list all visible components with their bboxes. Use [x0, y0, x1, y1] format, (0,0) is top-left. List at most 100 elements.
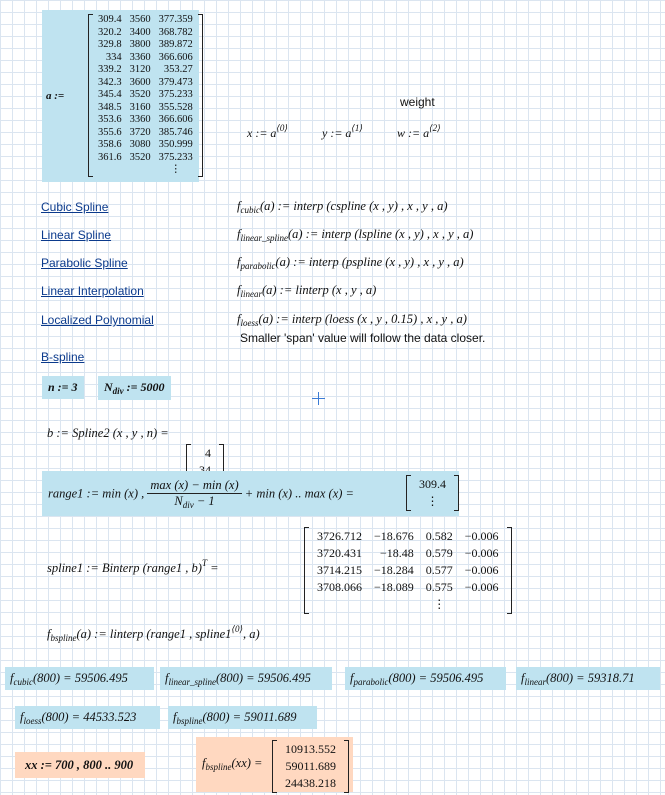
final-result-row: 10913.552: [280, 742, 341, 757]
matrix-a-cell: 368.782: [158, 26, 193, 38]
method-link-parabolic[interactable]: Parabolic Spline: [41, 256, 128, 270]
matrix-a-cell: 3720: [129, 126, 151, 138]
matrix-a-row: 334 3360 366.606: [94, 52, 197, 65]
range1-vector-row: ⋮: [414, 494, 451, 509]
spline1-cell: −0.006: [464, 546, 499, 560]
matrix-a-cell: 3560: [129, 14, 151, 25]
range1-vector-cell: ⋮: [426, 494, 439, 508]
method-link-loess[interactable]: Localized Polynomial: [41, 313, 154, 327]
w-definition[interactable]: w := a⟨2⟩: [397, 123, 441, 140]
spline1-cell: −18.676: [374, 529, 414, 543]
matrix-a-cell: 361.6: [98, 151, 122, 163]
spline1-definition[interactable]: spline1 := Binterp (range1 , b)T =: [47, 558, 219, 575]
spline1-cell: −18.48: [380, 546, 414, 560]
spline1-cell: −0.006: [464, 529, 499, 543]
method-link-linear-spline[interactable]: Linear Spline: [41, 228, 112, 242]
matrix-a-cell: 379.473: [158, 76, 193, 88]
spline1-cell: 3720.431: [317, 546, 362, 560]
method-link-linear[interactable]: Linear Interpolation: [41, 284, 144, 298]
spline1-cell: 0.577: [425, 563, 453, 577]
spline1-cell: 0.575: [425, 580, 453, 594]
method-definition-linear[interactable]: flinear(a) := linterp (x , y , a): [237, 283, 377, 299]
xx-definition[interactable]: xx := 700 , 800 .. 900: [15, 752, 145, 778]
method-definition-cubic[interactable]: fcubic(a) := interp (cspline (x , y) , x…: [237, 199, 448, 215]
matrix-a-cell: 348.5: [98, 101, 122, 113]
range1-vector: 309.4 ⋮: [406, 475, 459, 511]
matrix-a-cell: 3160: [129, 101, 151, 113]
matrix-a-cell: 366.606: [158, 51, 193, 63]
matrix-a-cell: 375.233: [158, 151, 193, 163]
matrix-a-cell: 375.233: [158, 89, 193, 100]
range1-definition: range1 := min (x) , max (x) − min (x) Nd…: [48, 478, 354, 510]
final-result-cell: 10913.552: [285, 742, 336, 756]
matrix-a-row: 358.6 3080 350.999: [94, 139, 197, 152]
result-parabolic[interactable]: fparabolic(800) = 59506.495: [345, 667, 506, 690]
matrix-a-cell: 3360: [129, 51, 151, 63]
matrix-a-cell: 350.999: [158, 139, 193, 150]
y-definition[interactable]: y := a⟨1⟩: [322, 123, 363, 140]
matrix-a-label: a :=: [46, 90, 65, 102]
method-link-cubic[interactable]: Cubic Spline: [41, 200, 109, 214]
final-result-cell: 24438.218: [285, 776, 336, 790]
bspline-link[interactable]: B-spline: [41, 350, 85, 364]
loess-note: Smaller 'span' value will follow the dat…: [240, 331, 486, 345]
matrix-a-cell: 3080: [129, 139, 151, 150]
spline1-cell: 3708.066: [317, 580, 362, 594]
matrix-a-cell: 355.6: [98, 126, 122, 138]
weight-label: weight: [400, 95, 435, 109]
crosshair-cursor-icon: [312, 392, 325, 405]
x-definition[interactable]: x := a⟨0⟩: [247, 123, 288, 140]
matrix-a-row: 348.5 3160 355.528: [94, 102, 197, 115]
method-definition-parabolic[interactable]: fparabolic(a) := interp (pspline (x , y)…: [237, 255, 464, 271]
result-cubic[interactable]: fcubic(800) = 59506.495: [5, 667, 154, 690]
fbspline-definition[interactable]: fbspline(a) := linterp (range1 , spline1…: [47, 624, 260, 643]
final-result-row: 24438.218: [280, 776, 341, 791]
ndiv-definition[interactable]: Ndiv := 5000: [98, 376, 171, 400]
b-vector-cell: 4: [205, 446, 211, 460]
matrix-a-cell: 3800: [129, 39, 151, 50]
matrix-a-cell: 329.8: [98, 39, 122, 50]
spline1-cell: −0.006: [464, 580, 499, 594]
result-linear[interactable]: flinear(800) = 59318.71: [516, 667, 660, 690]
result-loess[interactable]: floess(800) = 44533.523: [15, 706, 160, 729]
matrix-a-row: ⋮: [94, 164, 197, 177]
range1-vector-row: 309.4: [414, 477, 451, 492]
matrix-a-cell: 358.6: [98, 139, 122, 150]
matrix-a-row: 361.6 3520 375.233: [94, 152, 197, 165]
matrix-a-ellipsis: ⋮: [170, 164, 181, 175]
spline1-cell: −18.284: [374, 563, 414, 577]
spline1-row: ⋮: [312, 597, 504, 612]
matrix-a-cell: 345.4: [98, 89, 122, 100]
result-bspline[interactable]: fbspline(800) = 59011.689: [168, 706, 317, 729]
b-vector-row: 4: [194, 446, 216, 461]
range1-vector-cell: 309.4: [419, 477, 446, 491]
matrix-a-cell: 309.4: [98, 14, 122, 25]
matrix-a-cell: 339.2: [98, 64, 122, 75]
method-definition-linear-spline[interactable]: flinear_spline(a) := interp (lspline (x …: [237, 227, 474, 243]
b-definition[interactable]: b := Spline2 (x , y , n) =: [47, 426, 169, 440]
matrix-a-cell: 3600: [129, 76, 151, 88]
matrix-a-cell: 355.528: [158, 101, 193, 113]
matrix-a-cell: 334: [105, 51, 122, 63]
result-linear-spline[interactable]: flinear_spline(800) = 59506.495: [160, 667, 332, 690]
matrix-a-row: 345.4 3520 375.233: [94, 89, 197, 102]
n-definition[interactable]: n := 3: [42, 376, 84, 399]
matrix-a-cell: 3520: [129, 89, 151, 100]
method-definition-loess[interactable]: floess(a) := interp (loess (x , y , 0.15…: [237, 312, 467, 328]
range1-region[interactable]: range1 := min (x) , max (x) − min (x) Nd…: [42, 471, 459, 516]
matrix-a-cell: 3520: [129, 151, 151, 163]
